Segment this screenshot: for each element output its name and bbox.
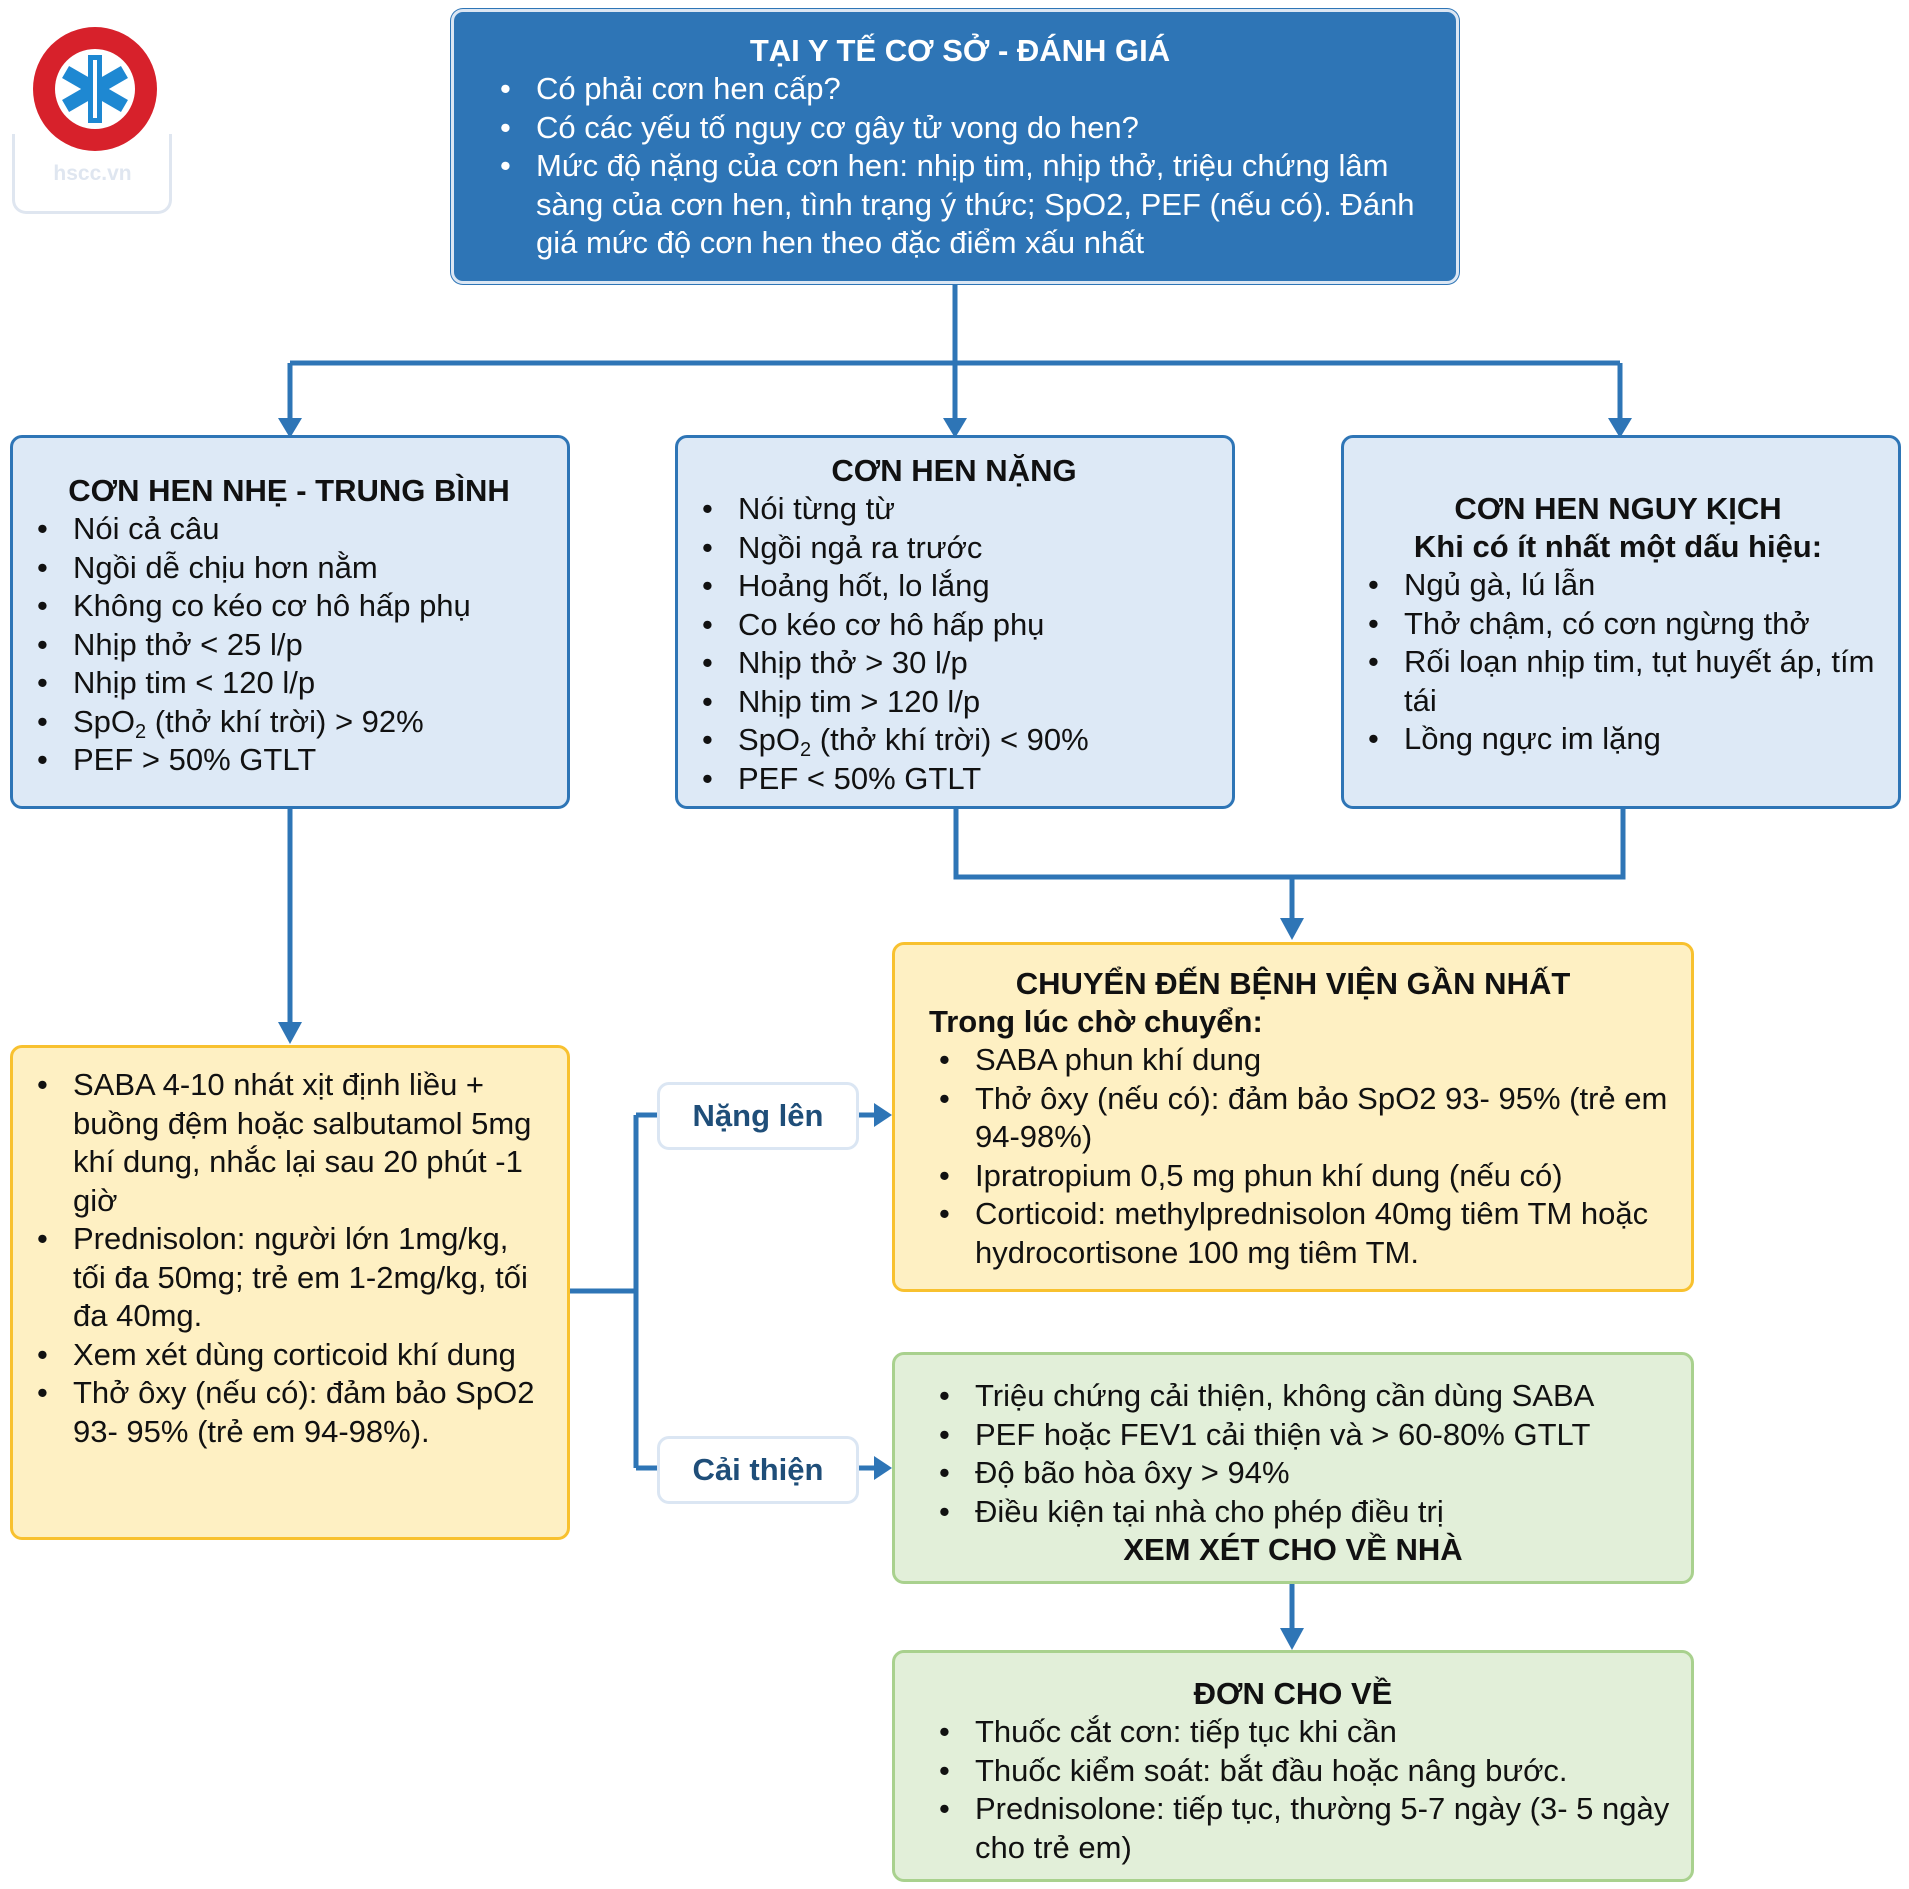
star-of-life-icon [33, 27, 157, 151]
list-item: PEF hoặc FEV1 cải thiện và > 60-80% GTLT [923, 1416, 1677, 1455]
initial-treatment-box: SABA 4-10 nhát xịt định liều + buồng đệm… [10, 1045, 570, 1540]
list-item: Ngồi dễ chịu hơn nằm [21, 549, 557, 588]
list-item: Thở ôxy (nếu có): đảm bảo SpO2 93- 95% (… [923, 1080, 1677, 1157]
transfer-box: CHUYỂN ĐẾN BỆNH VIỆN GẦN NHẤT Trong lúc … [892, 942, 1694, 1292]
arrowhead-discharge [1280, 1628, 1304, 1650]
home-conclusion: XEM XÉT CHO VỀ NHÀ [1123, 1532, 1463, 1567]
severe-list: Nói từng từ Ngồi ngả ra trước Hoảng hốt,… [686, 490, 1222, 798]
list-item: Nhịp thở > 30 l/p [686, 644, 1222, 683]
list-item: Triệu chứng cải thiện, không cần dùng SA… [923, 1377, 1677, 1416]
discharge-box: ĐƠN CHO VỀ Thuốc cắt cơn: tiếp tục khi c… [892, 1650, 1694, 1882]
list-item: Corticoid: methylprednisolon 40mg tiêm T… [923, 1195, 1677, 1272]
list-item: Nhịp tim < 120 l/p [21, 664, 557, 703]
arrowhead-right [1608, 418, 1632, 438]
arrowhead-transfer [1280, 918, 1304, 940]
list-item: PEF > 50% GTLT [21, 741, 557, 780]
arrowhead-mild-treatment [278, 1022, 302, 1044]
list-item: Thuốc kiểm soát: bắt đầu hoặc nâng bước. [923, 1752, 1677, 1791]
list-item: Lồng ngực im lặng [1352, 720, 1884, 759]
assessment-list: Có phải cơn hen cấp? Có các yếu tố nguy … [484, 70, 1436, 263]
transfer-list: SABA phun khí dung Thở ôxy (nếu có): đảm… [923, 1041, 1677, 1272]
list-item: Prednisolon: người lớn 1mg/kg, tối đa 50… [21, 1220, 543, 1336]
list-item: Nói cả câu [21, 510, 557, 549]
improvement-list: Triệu chứng cải thiện, không cần dùng SA… [923, 1377, 1677, 1531]
list-item-spo2: SpO2 (thở khí trời) > 92% [21, 703, 557, 742]
list-item: SABA 4-10 nhát xịt định liều + buồng đệm… [21, 1066, 543, 1220]
list-item: Nói từng từ [686, 490, 1222, 529]
mild-list: Nói cả câu Ngồi dễ chịu hơn nằm Không co… [21, 510, 557, 780]
list-item: Có phải cơn hen cấp? [484, 70, 1436, 109]
mild-title: CƠN HEN NHẸ - TRUNG BÌNH [68, 473, 510, 508]
critical-subtitle: Khi có ít nhất một dấu hiệu: [1413, 529, 1823, 564]
list-item: Mức độ nặng của cơn hen: nhịp tim, nhịp … [484, 147, 1436, 263]
better-label: Cải thiện [657, 1436, 859, 1504]
hscc-logo: hscc.vn [10, 24, 175, 214]
list-item: Ngủ gà, lú lẫn [1352, 566, 1884, 605]
arrowhead-center [943, 418, 967, 438]
list-item: SABA phun khí dung [923, 1041, 1677, 1080]
list-item: Hoảng hốt, lo lắng [686, 567, 1222, 606]
arrowhead-left [278, 418, 302, 438]
discharge-list: Thuốc cắt cơn: tiếp tục khi cần Thuốc ki… [923, 1713, 1677, 1867]
connector-severe-down [953, 808, 1626, 880]
list-item: Thở ôxy (nếu có): đảm bảo SpO2 93- 95% (… [21, 1374, 543, 1451]
arrowhead-worse [874, 1103, 892, 1127]
assessment-title: TẠI Y TẾ CƠ SỞ - ĐÁNH GIÁ [749, 33, 1171, 68]
connector-treatment-branch [568, 1112, 658, 1471]
list-item: Điều kiện tại nhà cho phép điều trị [923, 1493, 1677, 1532]
list-item: PEF < 50% GTLT [686, 760, 1222, 799]
list-item: Nhịp thở < 25 l/p [21, 626, 557, 665]
critical-list: Ngủ gà, lú lẫn Thở chậm, có cơn ngừng th… [1352, 566, 1884, 759]
list-item: Độ bão hòa ôxy > 94% [923, 1454, 1677, 1493]
improvement-box: Triệu chứng cải thiện, không cần dùng SA… [892, 1352, 1694, 1584]
list-item: Thuốc cắt cơn: tiếp tục khi cần [923, 1713, 1677, 1752]
list-item: Xem xét dùng corticoid khí dung [21, 1336, 543, 1375]
arrowhead-better [874, 1456, 892, 1480]
list-item-spo2: SpO2 (thở khí trời) < 90% [686, 721, 1222, 760]
critical-title: CƠN HEN NGUY KỊCH [1454, 491, 1782, 526]
severe-box: CƠN HEN NẶNG Nói từng từ Ngồi ngả ra trư… [675, 435, 1235, 809]
list-item: Co kéo cơ hô hấp phụ [686, 606, 1222, 645]
severe-title: CƠN HEN NẶNG [831, 453, 1077, 488]
list-item: Có các yếu tố nguy cơ gây tử vong do hen… [484, 109, 1436, 148]
list-item: Prednisolone: tiếp tục, thường 5-7 ngày … [923, 1790, 1677, 1867]
list-item: Thở chậm, có cơn ngừng thở [1352, 605, 1884, 644]
worse-label: Nặng lên [657, 1082, 859, 1150]
list-item: Nhịp tim > 120 l/p [686, 683, 1222, 722]
critical-box: CƠN HEN NGUY KỊCH Khi có ít nhất một dấu… [1341, 435, 1901, 809]
list-item: Ipratropium 0,5 mg phun khí dung (nếu có… [923, 1157, 1677, 1196]
assessment-box: TẠI Y TẾ CƠ SỞ - ĐÁNH GIÁ Có phải cơn he… [451, 9, 1459, 284]
transfer-subtitle: Trong lúc chờ chuyển: [929, 1004, 1263, 1039]
list-item: Rối loạn nhịp tim, tụt huyết áp, tím tái [1352, 643, 1884, 720]
list-item: Ngồi ngả ra trước [686, 529, 1222, 568]
list-item: Không co kéo cơ hô hấp phụ [21, 587, 557, 626]
discharge-title: ĐƠN CHO VỀ [1193, 1676, 1393, 1711]
mild-moderate-box: CƠN HEN NHẸ - TRUNG BÌNH Nói cả câu Ngồi… [10, 435, 570, 809]
transfer-title: CHUYỂN ĐẾN BỆNH VIỆN GẦN NHẤT [1015, 966, 1571, 1001]
treatment-list: SABA 4-10 nhát xịt định liều + buồng đệm… [21, 1066, 543, 1451]
logo-text: hscc.vn [53, 162, 132, 185]
